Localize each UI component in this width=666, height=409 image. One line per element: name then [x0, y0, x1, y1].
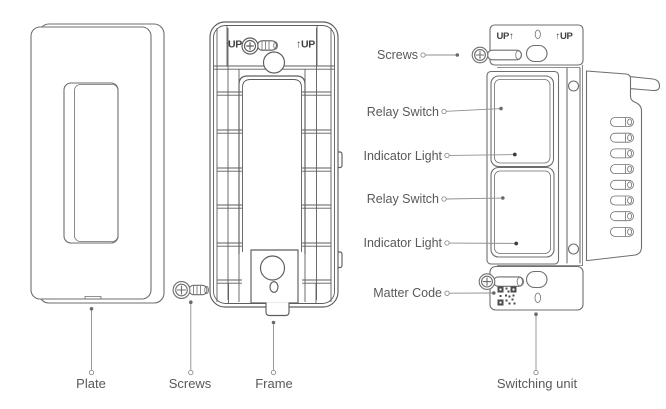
label-switching-unit: Switching unit: [496, 376, 578, 391]
plate-bottom-notch: [84, 296, 102, 299]
unit-top-slot: [525, 44, 548, 63]
label-matter-code: Matter Code: [373, 286, 442, 300]
screw-icon-frame-top: [241, 37, 278, 55]
heat-vent-slots: [610, 117, 634, 237]
leader-relay-switch-bottom: [441, 196, 505, 202]
frame-opening-outer: [238, 75, 306, 254]
unit-bottom-slot: [525, 270, 548, 289]
plate-drawing: [30, 23, 165, 304]
leader-indicator-light-bottom: [444, 240, 515, 246]
plate-front-face: [30, 26, 152, 300]
unit-strap-edges: [582, 65, 587, 266]
unit-side-rail: [566, 67, 581, 264]
switching-unit-drawing: UP↑ ↑UP: [471, 24, 661, 311]
leader-screws-side: [420, 52, 460, 58]
leader-relay-switch-top: [441, 106, 503, 115]
matter-qr-code: [497, 286, 517, 306]
screw-icon-unit-top: [471, 46, 523, 64]
screw-icon-unit-bottom: [478, 273, 525, 290]
frame-mounting-hole: [259, 255, 286, 281]
label-frame: Frame: [255, 376, 293, 391]
leader-lines: [88, 52, 539, 376]
rocker-opening-depth: [74, 84, 119, 242]
leader-matter-code: [444, 290, 496, 296]
frame-drawing: UP↑ ↑UP: [209, 21, 343, 317]
frame-up-right-marking: ↑UP: [296, 39, 315, 51]
relay-switch-rocker-bottom-bevel: [494, 170, 551, 254]
leader-screws-bottom: [188, 300, 194, 376]
unit-rail-hole-top: [567, 80, 580, 92]
label-plate: Plate: [76, 376, 106, 391]
unit-rear-flange: [628, 75, 661, 92]
unit-bottom-yoke: [489, 265, 584, 311]
relay-switch-rocker-top: [490, 75, 555, 168]
indicator-light-dot-top: [512, 152, 517, 157]
indicator-light-dot-bottom: [514, 241, 519, 246]
frame-bottom-tab: [265, 302, 290, 317]
unit-rail-hole-bottom: [567, 243, 580, 255]
unit-up-right-marking: ↑UP: [556, 31, 574, 42]
frame-opening-inner: [242, 79, 302, 252]
leader-plate: [88, 307, 95, 376]
label-screws-side: Screws: [377, 48, 418, 62]
frame-small-slot: [269, 281, 279, 293]
leader-indicator-light-top: [444, 152, 514, 159]
unit-up-left-marking: UP↑: [497, 31, 514, 42]
label-indicator-light-top: Indicator Light: [363, 149, 442, 163]
frame-keyhole: [262, 51, 286, 74]
label-relay-switch-top: Relay Switch: [366, 105, 439, 119]
unit-bottom-pinhole: [534, 292, 541, 304]
unit-step-lines: [497, 67, 583, 266]
unit-top-pinhole: [534, 29, 541, 40]
leader-frame: [270, 320, 277, 376]
relay-switch-rocker-top-bevel: [494, 79, 551, 164]
relay-switch-rocker-bottom: [490, 166, 555, 258]
screw-icon-middle: [172, 281, 209, 299]
label-relay-switch-bottom: Relay Switch: [366, 192, 439, 206]
label-indicator-light-bottom: Indicator Light: [363, 236, 442, 250]
label-screws-bottom: Screws: [168, 376, 212, 391]
leader-switching-unit: [533, 312, 539, 376]
